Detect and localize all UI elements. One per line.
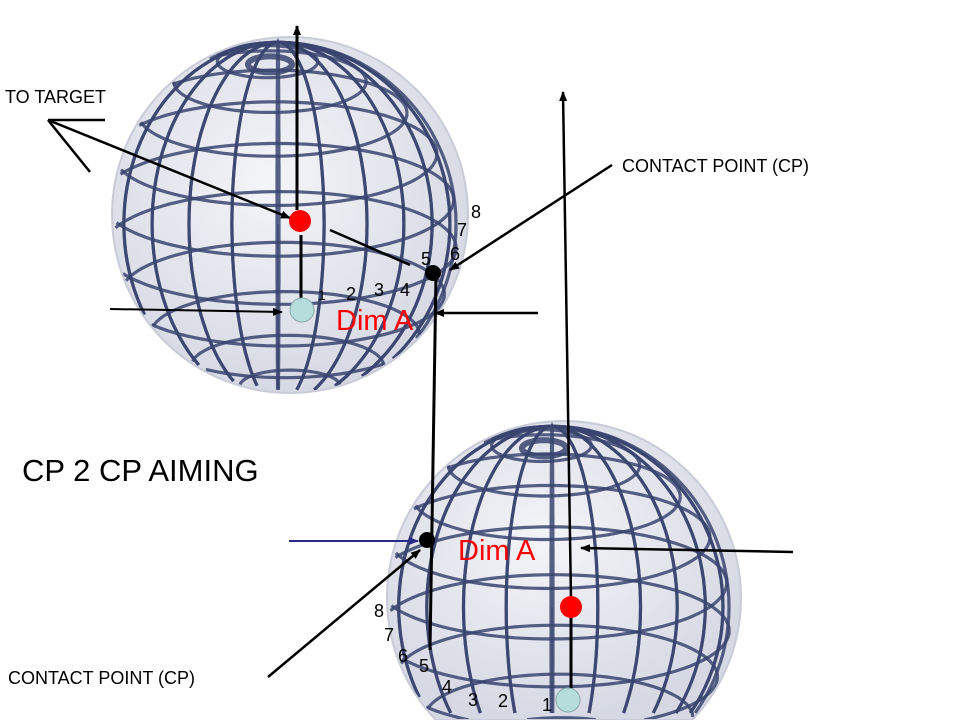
top-tangent-line	[329, 228, 411, 267]
top-number-scale: 1 2 3 4 5 6 7 8	[318, 202, 481, 304]
top-object-ball	[289, 210, 311, 232]
dim-a-label-bottom: Dim A	[458, 535, 536, 567]
bottom-cue-ball	[555, 687, 581, 713]
globe-body	[387, 420, 741, 720]
top-number: 1	[318, 287, 326, 303]
bottom-number: 8	[374, 601, 384, 621]
top-contact-point	[425, 265, 441, 281]
globe-grid	[114, 37, 458, 391]
bottom-number: 3	[468, 690, 478, 710]
diagram-title: CP 2 CP AIMING	[22, 453, 259, 488]
top-number: 3	[374, 280, 384, 300]
top-number: 4	[400, 280, 410, 300]
bottom-globe-sphere	[386, 420, 742, 720]
globe-outline	[386, 420, 742, 720]
top-cue-arrow	[109, 307, 283, 316]
bottom-aim-arrow-up	[559, 91, 573, 601]
top-number: 8	[471, 202, 481, 222]
contact-point-label-bottom: CONTACT POINT (CP)	[8, 668, 195, 688]
top-cue-ball	[289, 297, 315, 323]
top-cp-arrow	[449, 163, 613, 272]
bottom-number-scale: 1 2 3 4 5 6 7 8	[374, 601, 552, 715]
top-globe-sphere	[110, 36, 470, 394]
globe-body	[112, 37, 468, 393]
bottom-dim-arrow	[580, 544, 794, 554]
bottom-number: 1	[542, 695, 552, 715]
top-number: 2	[346, 284, 356, 304]
globe-outline	[110, 36, 470, 394]
globe-grid	[389, 421, 731, 720]
dim-a-label-top: Dim A	[336, 305, 414, 337]
top-number: 5	[421, 249, 431, 269]
bottom-number: 4	[442, 677, 452, 697]
bottom-cp-arrow	[267, 549, 421, 678]
bottom-number: 5	[419, 656, 429, 676]
bottom-number: 2	[498, 691, 508, 711]
to-target-label: TO TARGET	[5, 87, 106, 107]
bottom-number: 6	[398, 646, 408, 666]
bottom-object-ball	[560, 596, 582, 618]
top-number: 7	[457, 220, 467, 240]
top-number: 6	[450, 244, 460, 264]
to-target-arrow	[47, 118, 291, 220]
bottom-number: 7	[384, 625, 394, 645]
to-target-bracket-bottom	[47, 119, 91, 173]
cp-connection-line	[428, 274, 438, 651]
contact-point-label-top: CONTACT POINT (CP)	[622, 156, 809, 176]
bottom-contact-point	[419, 532, 435, 548]
